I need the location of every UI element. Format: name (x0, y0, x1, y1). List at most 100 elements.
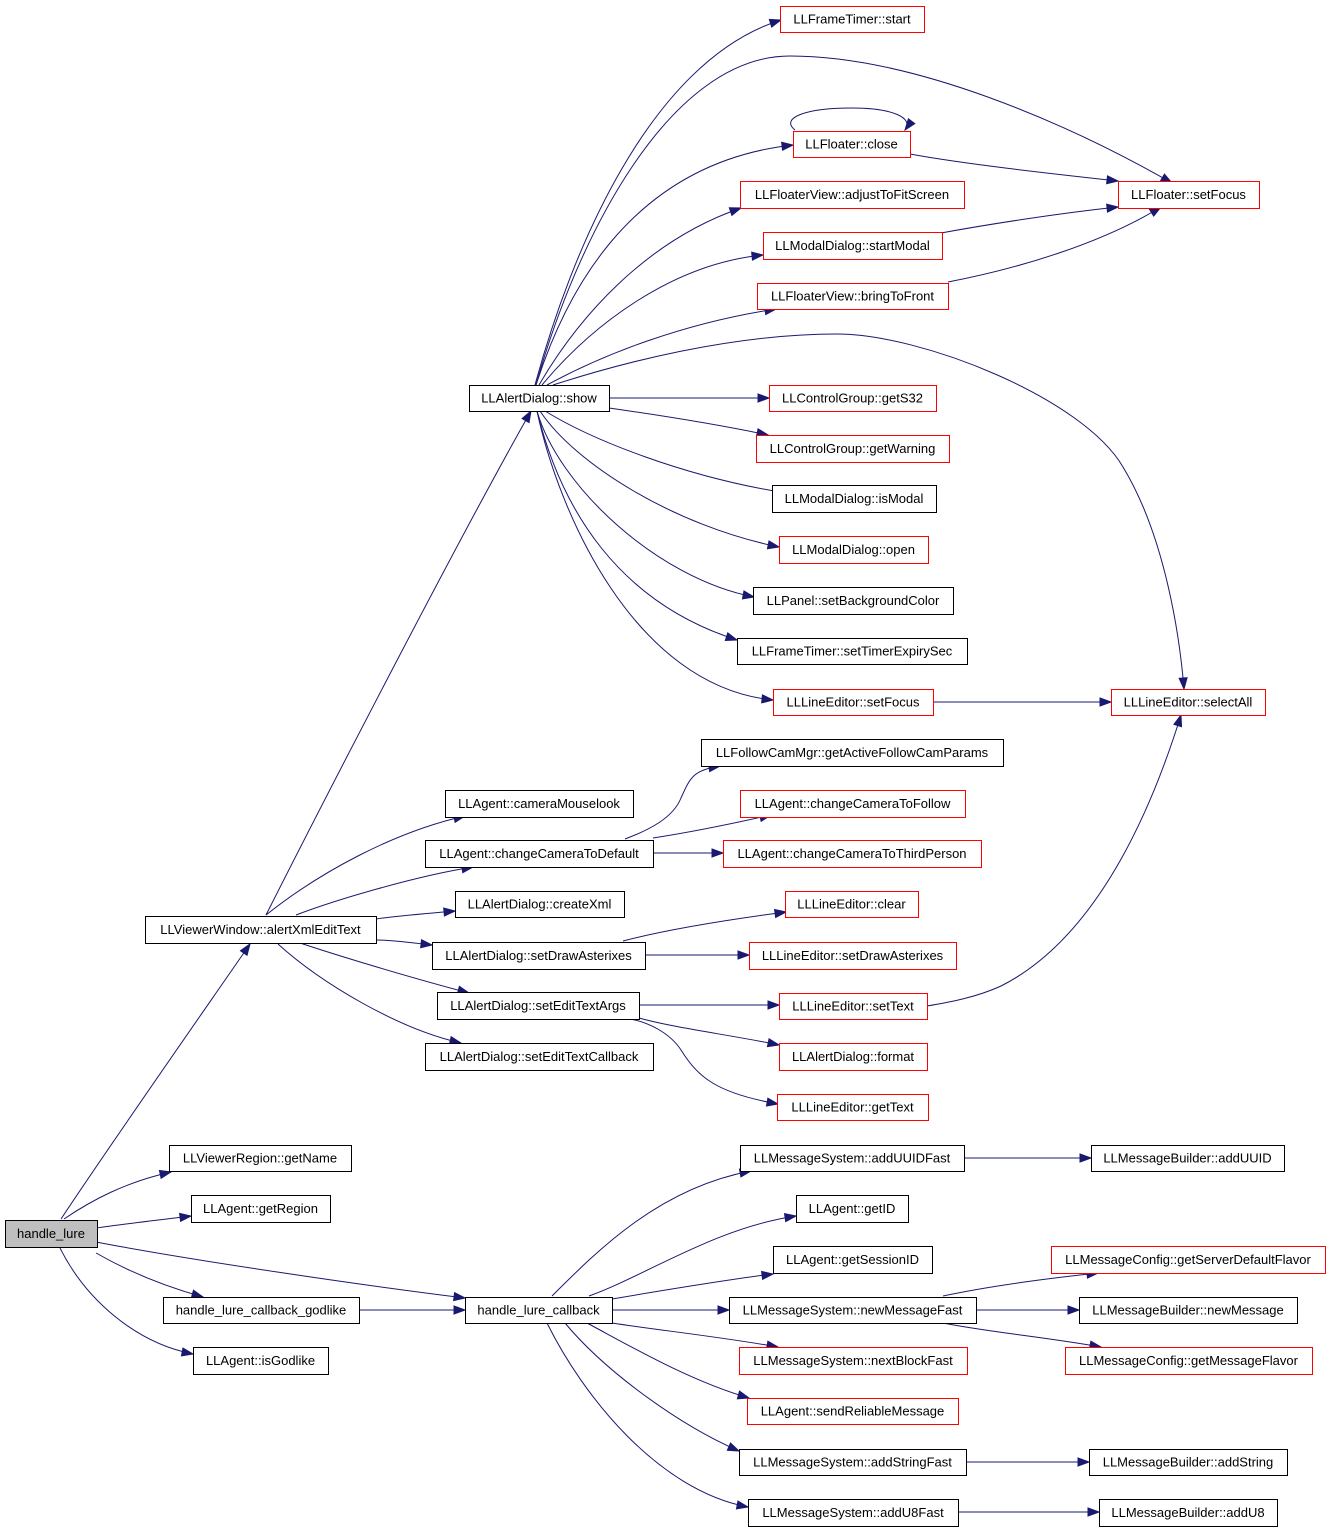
node-box[interactable] (780, 6, 925, 33)
node-llagent-isgodlike[interactable]: LLAgent::isGodlike (193, 1347, 329, 1375)
node-llalertdialog-format[interactable]: LLAlertDialog::format (779, 1043, 928, 1071)
node-llfloaterview-adjusttofitscreen[interactable]: LLFloaterView::adjustToFitScreen (740, 181, 965, 209)
node-box[interactable] (163, 1297, 360, 1324)
node-box[interactable] (747, 1398, 959, 1425)
node-box[interactable] (729, 1297, 977, 1324)
node-llmessagebuilder-addu8[interactable]: LLMessageBuilder::addU8 (1099, 1499, 1278, 1527)
node-box[interactable] (5, 1220, 98, 1248)
node-llmessagesystem-newmessagefast[interactable]: LLMessageSystem::newMessageFast (729, 1297, 977, 1324)
node-llmessagebuilder-adduuid[interactable]: LLMessageBuilder::addUUID (1091, 1145, 1285, 1172)
node-llmessageconfig-getserverdefaultflavor[interactable]: LLMessageConfig::getServerDefaultFlavor (1051, 1246, 1326, 1274)
node-llfollowcammgr-getactivefollowcamparams[interactable]: LLFollowCamMgr::getActiveFollowCamParams (701, 739, 1004, 767)
node-box[interactable] (773, 1246, 933, 1274)
node-box[interactable] (723, 840, 982, 868)
node-handle-lure-callback-godlike[interactable]: handle_lure_callback_godlike (163, 1297, 360, 1324)
node-handle-lure-callback[interactable]: handle_lure_callback (465, 1297, 613, 1324)
node-llframetimer-settimerexpirysec[interactable]: LLFrameTimer::setTimerExpirySec (737, 638, 968, 665)
node-llalertdialog-createxml[interactable]: LLAlertDialog::createXml (455, 891, 625, 918)
node-llmessagesystem-nextblockfast[interactable]: LLMessageSystem::nextBlockFast (739, 1347, 968, 1375)
node-lllineeditor-clear[interactable]: LLLineEditor::clear (785, 891, 919, 918)
node-llmessageconfig-getmessageflavor[interactable]: LLMessageConfig::getMessageFlavor (1065, 1347, 1313, 1375)
node-box[interactable] (769, 385, 937, 412)
node-llagent-cameramouselook[interactable]: LLAgent::cameraMouselook (445, 790, 634, 818)
node-llmessagesystem-adduuidfast[interactable]: LLMessageSystem::addUUIDFast (740, 1145, 965, 1172)
node-llfloater-close[interactable]: LLFloater::close (793, 131, 911, 158)
node-box[interactable] (740, 790, 966, 818)
node-llalertdialog-setedittextargs[interactable]: LLAlertDialog::setEditTextArgs (437, 992, 640, 1020)
node-llcontrolgroup-getwarning[interactable]: LLControlGroup::getWarning (756, 435, 950, 463)
node-llagent-sendreliablemessage[interactable]: LLAgent::sendReliableMessage (747, 1398, 959, 1425)
node-box[interactable] (756, 435, 950, 463)
node-box[interactable] (469, 385, 610, 412)
node-box[interactable] (425, 1043, 654, 1071)
node-box[interactable] (437, 992, 640, 1020)
node-box[interactable] (779, 993, 928, 1020)
node-box[interactable] (701, 739, 1004, 767)
node-box[interactable] (1091, 1145, 1285, 1172)
node-box[interactable] (748, 1499, 959, 1527)
node-box[interactable] (779, 1043, 928, 1071)
node-box[interactable] (739, 1347, 968, 1375)
node-box[interactable] (1079, 1297, 1298, 1324)
node-llalertdialog-setedittextcallback[interactable]: LLAlertDialog::setEditTextCallback (425, 1043, 654, 1071)
node-llpanel-setbackgroundcolor[interactable]: LLPanel::setBackgroundColor (753, 587, 954, 615)
node-llviewerwindow-alertxmledittext[interactable]: LLViewerWindow::alertXmlEditText (145, 916, 377, 944)
node-llfloaterview-bringtofront[interactable]: LLFloaterView::bringToFront (757, 283, 949, 310)
node-box[interactable] (737, 638, 968, 665)
node-llframetimer-start[interactable]: LLFrameTimer::start (780, 6, 925, 33)
node-box[interactable] (796, 1195, 909, 1223)
node-box[interactable] (740, 181, 965, 209)
node-llmodaldialog-ismodal[interactable]: LLModalDialog::isModal (772, 485, 937, 513)
node-box[interactable] (749, 942, 957, 970)
node-llalertdialog-show[interactable]: LLAlertDialog::show (469, 385, 610, 412)
node-llalertdialog-setdrawasterixes[interactable]: LLAlertDialog::setDrawAsterixes (432, 942, 646, 970)
node-llmessagebuilder-addstring[interactable]: LLMessageBuilder::addString (1089, 1449, 1288, 1476)
node-llagent-getid[interactable]: LLAgent::getID (796, 1195, 909, 1223)
node-box[interactable] (773, 689, 934, 716)
node-box[interactable] (740, 1145, 965, 1172)
node-llmodaldialog-startmodal[interactable]: LLModalDialog::startModal (763, 232, 943, 260)
node-llagent-changecameratodefault[interactable]: LLAgent::changeCameraToDefault (425, 840, 654, 868)
node-llmessagebuilder-newmessage[interactable]: LLMessageBuilder::newMessage (1079, 1297, 1298, 1324)
node-box[interactable] (763, 232, 943, 260)
node-box[interactable] (169, 1145, 352, 1172)
node-box[interactable] (753, 587, 954, 615)
node-box[interactable] (145, 916, 377, 944)
node-box[interactable] (1099, 1499, 1278, 1527)
node-lllineeditor-settext[interactable]: LLLineEditor::setText (779, 993, 928, 1020)
node-lllineeditor-setfocus[interactable]: LLLineEditor::setFocus (773, 689, 934, 716)
node-lllineeditor-selectall[interactable]: LLLineEditor::selectAll (1111, 689, 1266, 716)
node-llfloater-setfocus[interactable]: LLFloater::setFocus (1118, 181, 1260, 209)
node-lllineeditor-setdrawasterixes[interactable]: LLLineEditor::setDrawAsterixes (749, 942, 957, 970)
node-llagent-changecameratofollow[interactable]: LLAgent::changeCameraToFollow (740, 790, 966, 818)
node-llagent-getregion[interactable]: LLAgent::getRegion (191, 1195, 331, 1223)
node-llagent-changecameratothirdperson[interactable]: LLAgent::changeCameraToThirdPerson (723, 840, 982, 868)
node-box[interactable] (1051, 1246, 1326, 1274)
node-box[interactable] (779, 536, 929, 564)
node-box[interactable] (193, 1347, 329, 1375)
node-llviewerregion-getname[interactable]: LLViewerRegion::getName (169, 1145, 352, 1172)
node-box[interactable] (772, 485, 937, 513)
node-box[interactable] (455, 891, 625, 918)
node-box[interactable] (777, 1094, 929, 1121)
node-llagent-getsessionid[interactable]: LLAgent::getSessionID (773, 1246, 933, 1274)
node-llmessagesystem-addu8fast[interactable]: LLMessageSystem::addU8Fast (748, 1499, 959, 1527)
node-box[interactable] (432, 942, 646, 970)
node-box[interactable] (793, 131, 911, 158)
node-box[interactable] (465, 1297, 613, 1324)
node-lllineeditor-gettext[interactable]: LLLineEditor::getText (777, 1094, 929, 1121)
node-box[interactable] (1118, 181, 1260, 209)
node-llmessagesystem-addstringfast[interactable]: LLMessageSystem::addStringFast (739, 1449, 967, 1476)
node-box[interactable] (1111, 689, 1266, 716)
node-handle-lure[interactable]: handle_lure (5, 1220, 98, 1248)
node-box[interactable] (1089, 1449, 1288, 1476)
node-box[interactable] (191, 1195, 331, 1223)
node-box[interactable] (785, 891, 919, 918)
node-box[interactable] (1065, 1347, 1313, 1375)
node-llcontrolgroup-gets32[interactable]: LLControlGroup::getS32 (769, 385, 937, 412)
node-box[interactable] (739, 1449, 967, 1476)
node-box[interactable] (757, 283, 949, 310)
node-box[interactable] (425, 840, 654, 868)
node-box[interactable] (445, 790, 634, 818)
node-llmodaldialog-open[interactable]: LLModalDialog::open (779, 536, 929, 564)
